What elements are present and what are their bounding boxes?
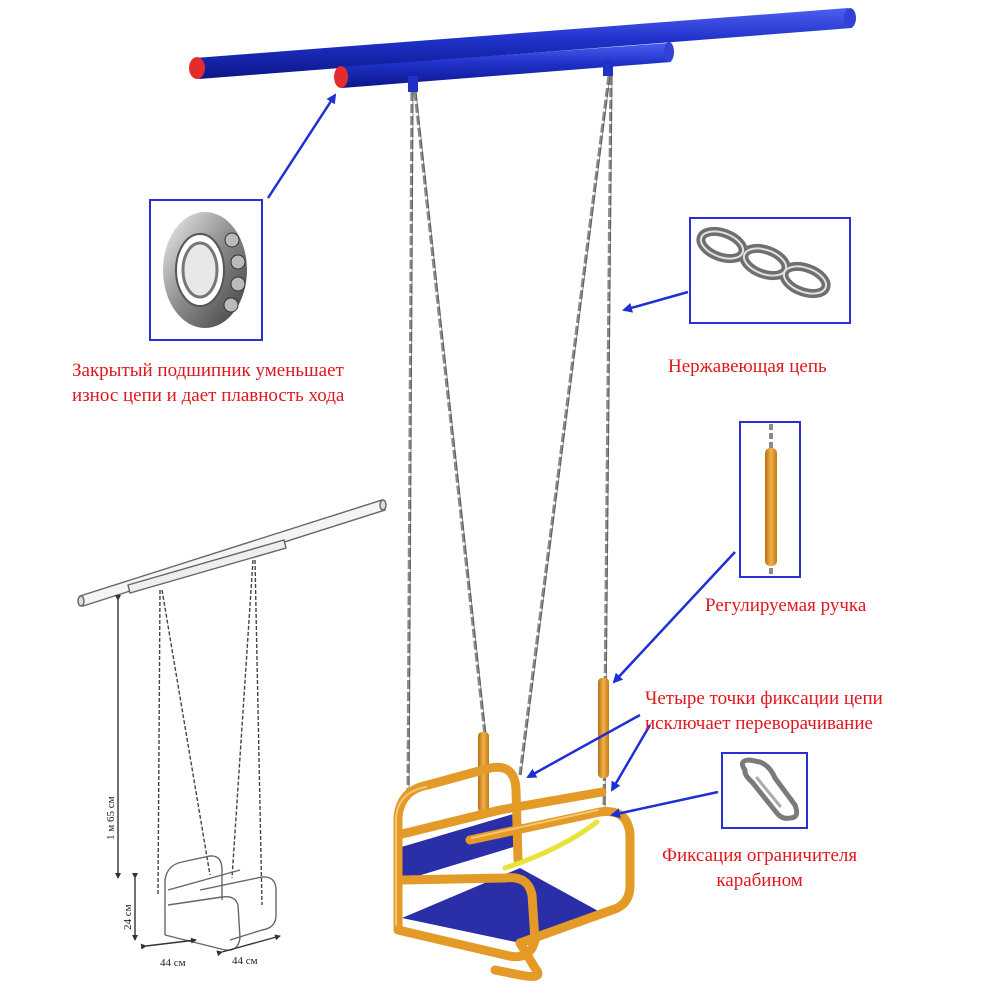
- caption-carabiner-line-1: Фиксация ограничителя: [662, 845, 858, 866]
- arrow-fix-1: [526, 713, 641, 779]
- dimension-drawing: [77, 499, 387, 957]
- caption-carabiner: Фиксация ограничителя карабином: [662, 843, 857, 893]
- arrow-carabiner: [610, 790, 719, 819]
- handle-icon: [765, 424, 777, 575]
- arrow-bearing: [266, 93, 337, 199]
- dim-seat-height: 24 см: [122, 904, 134, 930]
- dim-width: 44 см: [160, 957, 186, 969]
- beam-cap-right: [844, 8, 856, 28]
- callout-arrows: [266, 93, 736, 819]
- bearing-icon: [163, 212, 247, 328]
- adjustable-handle-right: [598, 678, 609, 778]
- swing-chains: [406, 75, 613, 816]
- caption-chain-line-1: Нержавеющая цепь: [668, 356, 827, 377]
- chain-back-left: [406, 91, 414, 801]
- dim-depth: 44 см: [232, 955, 258, 967]
- bearing-callout: [149, 199, 263, 341]
- dim-height: 1 м 65 см: [105, 796, 117, 840]
- chain-back-right: [518, 75, 611, 776]
- caption-bearing-line-2: износ цепи и дает плавность хода: [72, 385, 345, 406]
- caption-bearing-line-1: Закрытый подшипник уменьшает: [72, 360, 344, 381]
- seat-bottom-panel: [402, 868, 600, 945]
- caption-carabiner-line-2: карабином: [716, 870, 803, 891]
- caption-fixation-line-2: исключает переворачивание: [645, 713, 873, 734]
- bar-cap-left: [334, 66, 348, 88]
- chain-front-left: [413, 91, 487, 736]
- arrow-fix-2: [610, 724, 652, 792]
- caption-fixation: Четыре точки фиксации цепи исключает пер…: [645, 686, 883, 736]
- swing-bar: [334, 42, 674, 92]
- caption-bearing: Закрытый подшипник уменьшает износ цепи …: [72, 358, 344, 408]
- handle-callout: [739, 421, 801, 578]
- bar-cap-right: [664, 42, 674, 62]
- carabiner-callout: [721, 752, 808, 829]
- carabiner-icon: [739, 757, 800, 821]
- caption-handle: Регулируемая ручка: [705, 593, 866, 618]
- caption-fixation-line-1: Четыре точки фиксации цепи: [645, 688, 883, 709]
- arrow-handle: [612, 551, 736, 684]
- limiter-bar: [502, 819, 600, 871]
- caption-chain: Нержавеющая цепь: [668, 354, 827, 379]
- chain-callout: [689, 217, 851, 324]
- top-beam: [189, 8, 856, 79]
- seat-back-panel: [398, 812, 520, 882]
- caption-handle-line-1: Регулируемая ручка: [705, 595, 867, 616]
- swing-seat: [393, 762, 635, 981]
- beam-cap-left: [189, 57, 205, 79]
- arrow-chain: [622, 290, 689, 313]
